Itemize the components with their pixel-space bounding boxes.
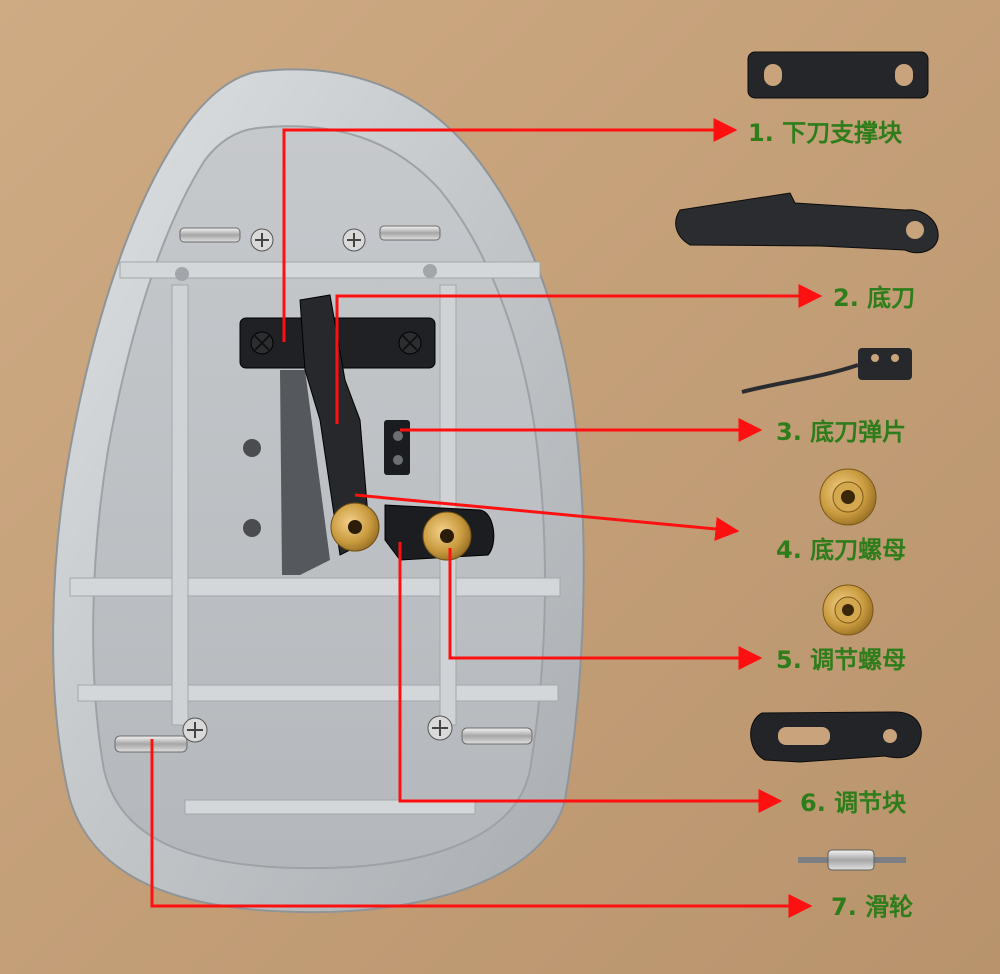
part-label-knife-spring: 3. 底刀弹片 [776, 418, 907, 446]
part-label-pulley: 7. 滑轮 [831, 893, 914, 921]
top-hinge-left [179, 227, 274, 252]
leader-line-4 [354, 493, 740, 541]
top-hinge-right [342, 225, 441, 252]
leader-lines [150, 118, 823, 918]
leader-line-7 [150, 739, 813, 918]
part-label-adjust-block: 6. 调节块 [800, 789, 907, 817]
part-label-bottom-knife: 2. 底刀 [833, 284, 916, 312]
mounted-brass-nuts [330, 502, 472, 561]
bottom-hinge-right [427, 715, 533, 745]
leader-line-1 [282, 118, 738, 342]
part-knife-spring [741, 348, 912, 394]
part-brass-nut-2 [822, 584, 874, 636]
leader-line-2 [335, 284, 823, 424]
part-adjust-block [750, 711, 922, 763]
part-bottom-knife [675, 192, 939, 254]
part-brass-nut-1 [819, 468, 877, 526]
leader-line-5 [448, 548, 763, 670]
mounted-knife-spring [384, 420, 410, 475]
part-pulley [798, 849, 906, 871]
presser-plate [52, 68, 585, 914]
part-label-adjust-nut: 5. 调节螺母 [776, 646, 907, 674]
part-label-support-block: 1. 下刀支撑块 [748, 119, 903, 147]
leader-line-6 [398, 542, 783, 813]
part-support-block [747, 51, 929, 99]
part-label-knife-nut: 4. 底刀螺母 [776, 536, 907, 564]
